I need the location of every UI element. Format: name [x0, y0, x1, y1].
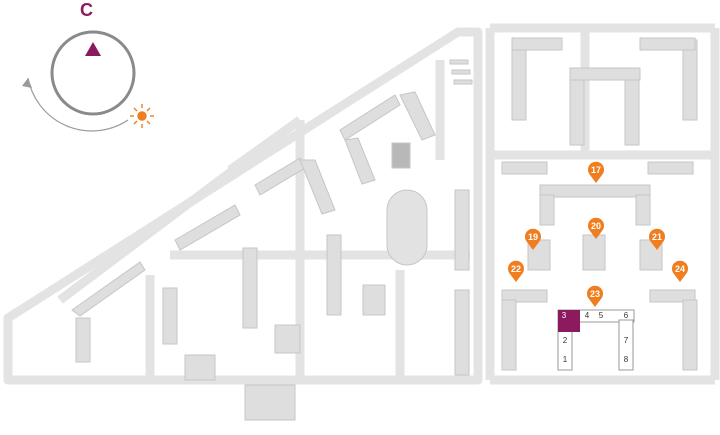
building-pin-21[interactable]: 21 [649, 228, 665, 250]
building-pin-19[interactable]: 19 [524, 228, 541, 250]
map-pin-icon [649, 228, 665, 250]
section-4[interactable]: 4 [585, 311, 590, 320]
section-3[interactable]: 3 [558, 310, 580, 332]
section-label: 6 [624, 311, 629, 320]
section-label: 3 [562, 311, 567, 320]
section-label: 4 [585, 311, 590, 320]
map-pin-icon [524, 228, 541, 250]
building-pin-22[interactable]: 22 [508, 260, 524, 282]
map-pin-icon [508, 260, 524, 282]
section-label: 7 [624, 336, 629, 345]
map-pin-icon [588, 161, 604, 183]
section-6[interactable]: 6 [624, 311, 629, 320]
building-pin-label: 24 [675, 264, 685, 274]
section-label: 5 [599, 311, 604, 320]
compass-orbit [27, 77, 129, 132]
building-pin-24[interactable]: 24 [671, 260, 688, 282]
selected-section-highlight [558, 310, 580, 332]
building-pin-label: 23 [590, 289, 600, 299]
building-pin-label: 20 [591, 221, 601, 231]
orbit-arrow-icon [22, 78, 32, 88]
map-pin-icon [587, 285, 603, 307]
section-label: 1 [563, 355, 568, 364]
north-arrow-icon [85, 42, 101, 56]
compass [22, 30, 154, 132]
section-2[interactable]: 2 [563, 336, 568, 345]
building-pin-23[interactable]: 23 [587, 285, 603, 307]
section-1[interactable]: 1 [563, 355, 568, 364]
buildings [71, 37, 698, 421]
sun-icon [130, 104, 154, 128]
building-pin-20[interactable]: 20 [588, 217, 604, 239]
building-pin-label: 17 [591, 165, 601, 175]
building-pin-label: 22 [511, 264, 521, 274]
section-label: 8 [624, 355, 629, 364]
site-roads [3, 23, 720, 385]
map-pin-icon [671, 260, 688, 282]
building-pin-label: 21 [652, 232, 662, 242]
building-pin-17[interactable]: 17 [588, 161, 604, 183]
map-pin-icon [588, 217, 604, 239]
section-5[interactable]: 5 [599, 311, 604, 320]
section-label: 2 [563, 336, 568, 345]
section-7[interactable]: 7 [624, 336, 629, 345]
compass-ring [50, 30, 136, 116]
building-pin-label: 19 [528, 232, 538, 242]
compass-direction-label: С [80, 0, 93, 20]
section-8[interactable]: 8 [624, 355, 629, 364]
